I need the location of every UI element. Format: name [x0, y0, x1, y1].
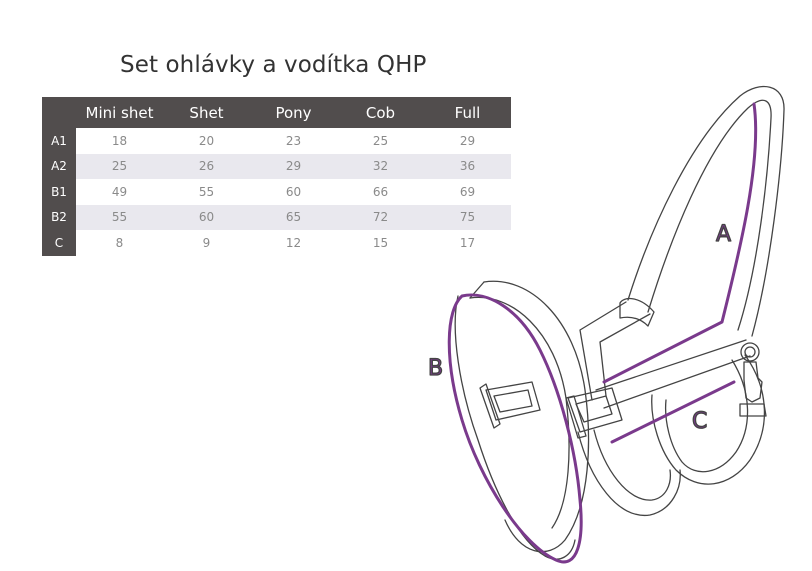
snap-hook-icon: [739, 342, 767, 417]
header-corner: [42, 97, 76, 128]
table-row: A2 25 26 29 32 36: [42, 153, 511, 179]
label-c: C: [692, 409, 707, 434]
cheek-strap: [579, 297, 751, 409]
table-cell: 9: [202, 235, 211, 250]
measurement-lines: [447, 102, 758, 564]
table-cell: 55: [76, 204, 163, 230]
table-cell: 60: [285, 184, 302, 199]
chin-strap: [577, 429, 681, 516]
table-cell: 23: [285, 133, 302, 148]
table-cell: 55: [198, 184, 215, 199]
throat-strap: [651, 354, 766, 485]
measure-line-a: [602, 102, 758, 384]
table-cell: 66: [372, 184, 389, 199]
row-label: A2: [42, 153, 76, 179]
table-cell: 72: [337, 204, 424, 230]
column-header: Full: [424, 97, 511, 128]
left-buckle: [479, 381, 541, 429]
right-buckle: [565, 387, 623, 439]
table-cell: 29: [459, 133, 476, 148]
column-header: Cob: [337, 97, 424, 128]
table-cell: 32: [337, 153, 424, 179]
table-cell: 12: [285, 235, 302, 250]
crown-strap: [627, 86, 785, 337]
table-row: B2 55 60 65 72 75: [42, 204, 511, 230]
table-header-row: Mini shet Shet Pony Cob Full: [42, 97, 511, 128]
table-cell: 65: [250, 204, 337, 230]
table-cell: 25: [372, 133, 389, 148]
row-label: B2: [42, 204, 76, 230]
row-label: C: [42, 230, 76, 256]
table-row: A1 18 20 23 25 29: [42, 128, 511, 154]
column-header: Shet: [163, 97, 250, 128]
column-header: Mini shet: [76, 97, 163, 128]
table-cell: 20: [198, 133, 215, 148]
page-title: Set ohlávky a vodítka QHP: [120, 52, 427, 78]
row-label: B1: [42, 179, 76, 205]
table-cell: 69: [459, 184, 476, 199]
table-cell: 60: [163, 204, 250, 230]
table-cell: 29: [250, 153, 337, 179]
table-row: B1 49 55 60 66 69: [42, 179, 511, 205]
table-cell: 17: [459, 235, 476, 250]
table-row: C 8 9 12 15 17: [42, 230, 511, 256]
table-cell: 49: [111, 184, 128, 199]
column-header: Pony: [250, 97, 337, 128]
table-cell: 25: [76, 153, 163, 179]
table-cell: 36: [424, 153, 511, 179]
label-b: B: [428, 356, 443, 381]
measure-line-c: [610, 380, 736, 444]
table-cell: 26: [163, 153, 250, 179]
table-cell: 18: [111, 133, 128, 148]
size-table: Mini shet Shet Pony Cob Full A1 18 20 23…: [42, 97, 511, 256]
measure-line-b: [447, 293, 583, 564]
row-label: A1: [42, 128, 76, 154]
label-a: A: [716, 222, 731, 247]
table-cell: 8: [115, 235, 124, 250]
table-cell: 15: [372, 235, 389, 250]
table-cell: 75: [424, 204, 511, 230]
